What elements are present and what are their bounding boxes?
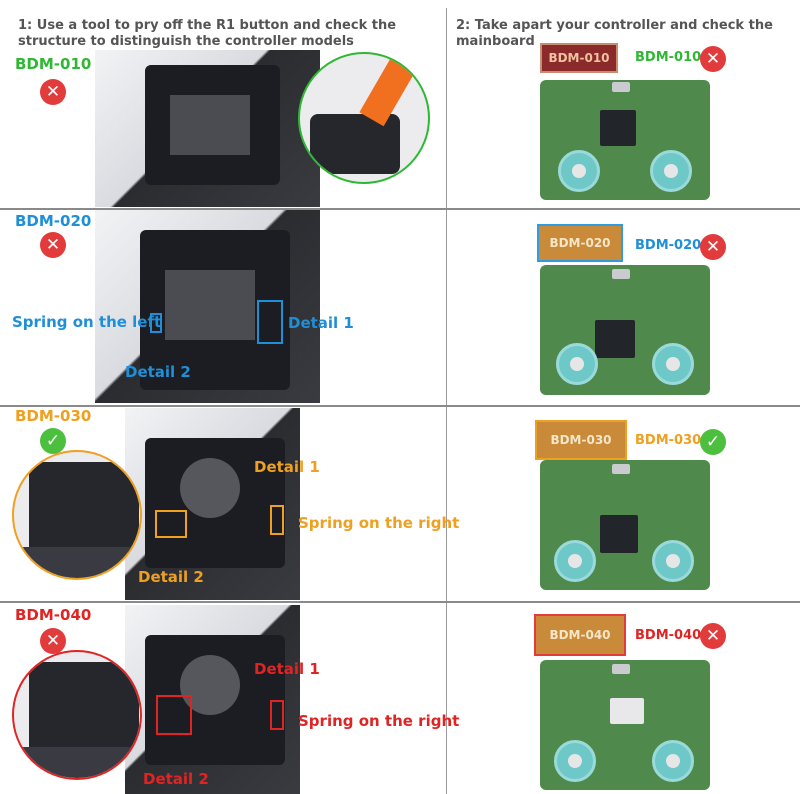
row-divider bbox=[0, 208, 800, 210]
detail-2-highlight bbox=[150, 313, 162, 333]
detail-2-highlight bbox=[155, 510, 187, 538]
incompatible-icon: ✕ bbox=[40, 628, 66, 654]
board-model-tag: BDM-040 bbox=[635, 628, 702, 643]
board-model-tag: BDM-030 bbox=[635, 433, 702, 448]
r1-structure-photo bbox=[95, 50, 320, 207]
board-model-label: BDM-040 bbox=[534, 614, 626, 656]
board-model-label: BDM-030 bbox=[535, 420, 627, 460]
mainboard-photo bbox=[540, 265, 710, 395]
r1-structure-photo bbox=[125, 408, 300, 600]
row-divider bbox=[0, 405, 800, 407]
model-label: BDM-010 bbox=[15, 55, 92, 73]
zoom-circle bbox=[298, 52, 430, 184]
board-model-tag: BDM-020 bbox=[635, 238, 702, 253]
compatible-icon: ✓ bbox=[40, 428, 66, 454]
incompatible-icon: ✕ bbox=[700, 234, 726, 260]
incompatible-icon: ✕ bbox=[40, 79, 66, 105]
detail-2-label: Detail 2 bbox=[143, 770, 209, 788]
mainboard-photo bbox=[540, 460, 710, 590]
detail-1-highlight bbox=[270, 700, 284, 730]
board-model-label: BDM-010 bbox=[540, 43, 618, 73]
board-model-tag: BDM-010 bbox=[635, 50, 702, 65]
step-1-instruction: 1: Use a tool to pry off the R1 button a… bbox=[18, 18, 397, 49]
zoom-circle bbox=[12, 650, 142, 780]
detail-1-label: Detail 1 bbox=[288, 314, 354, 332]
incompatible-icon: ✕ bbox=[700, 46, 726, 72]
spring-position-label: Spring on the right bbox=[298, 712, 460, 730]
board-model-label: BDM-020 bbox=[537, 224, 623, 262]
row-divider bbox=[0, 601, 800, 603]
detail-1-label: Detail 1 bbox=[254, 458, 320, 476]
detail-2-label: Detail 2 bbox=[138, 568, 204, 586]
compatible-icon: ✓ bbox=[700, 429, 726, 455]
detail-2-label: Detail 2 bbox=[125, 363, 191, 381]
detail-1-label: Detail 1 bbox=[254, 660, 320, 678]
spring-position-label: Spring on the right bbox=[298, 514, 460, 532]
r1-structure-photo bbox=[125, 605, 300, 794]
incompatible-icon: ✕ bbox=[40, 232, 66, 258]
column-divider bbox=[446, 8, 447, 794]
model-label: BDM-030 bbox=[15, 407, 92, 425]
r1-structure-photo bbox=[95, 210, 320, 403]
model-label: BDM-020 bbox=[15, 212, 92, 230]
mainboard-photo bbox=[540, 660, 710, 790]
detail-2-highlight bbox=[156, 695, 192, 735]
spring-position-label: Spring on the left bbox=[12, 313, 162, 331]
detail-1-highlight bbox=[270, 505, 284, 535]
zoom-circle bbox=[12, 450, 142, 580]
incompatible-icon: ✕ bbox=[700, 623, 726, 649]
step-2-instruction: 2: Take apart your controller and check … bbox=[456, 18, 773, 49]
model-label: BDM-040 bbox=[15, 606, 92, 624]
mainboard-photo bbox=[540, 80, 710, 200]
detail-1-highlight bbox=[257, 300, 283, 344]
